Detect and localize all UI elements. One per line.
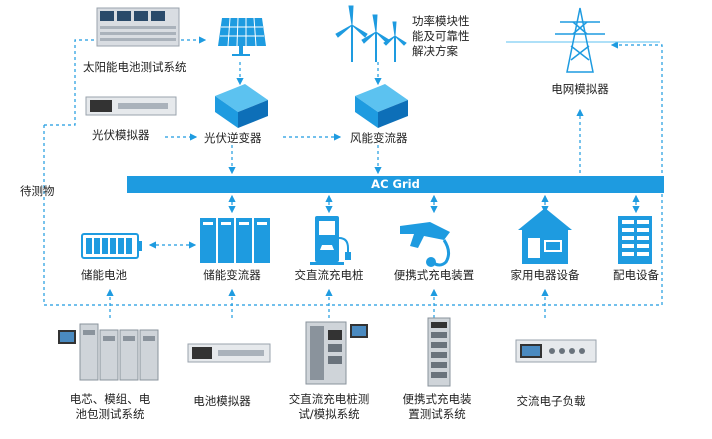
- pv-simulator-label: 光伏模拟器: [92, 128, 150, 142]
- storage-converter-cabinet-icon: [200, 218, 270, 263]
- ac-grid-label: AC Grid: [371, 177, 420, 191]
- portable-test-label: 便携式充电装 置测试系统: [402, 392, 472, 421]
- portable-charger-icon: [400, 222, 451, 267]
- home-appliance-label: 家用电器设备: [510, 268, 580, 282]
- portable-charger-label: 便携式充电装置: [393, 268, 475, 282]
- wind-turbine-icon: [335, 5, 407, 62]
- charger-test-rack-icon: [305, 321, 368, 385]
- wind-converter-box-icon: [355, 84, 408, 128]
- battery-simulator-label: 电池模拟器: [193, 394, 251, 408]
- ac-load-device-icon: [515, 339, 597, 363]
- pv-inverter-label: 光伏逆变器: [204, 131, 262, 145]
- grid-simulator-label: 电网模拟器: [551, 82, 609, 96]
- solar-test-system-label: 太阳能电池测试系统: [83, 60, 187, 74]
- distribution-cabinet-icon: [618, 216, 652, 264]
- solar-panel-icon: [218, 17, 266, 56]
- ev-charger-label: 交直流充电桩: [294, 268, 364, 282]
- ac-load-label: 交流电子负载: [516, 394, 586, 408]
- portable-test-rack-icon: [427, 317, 451, 387]
- power-module-label: 功率模块性 能及可靠性 解决方案: [412, 14, 470, 58]
- ac-grid-bus: AC Grid: [127, 176, 664, 193]
- charger-test-label: 交直流充电桩测 试/模拟系统: [288, 392, 370, 421]
- battery-simulator-device-icon: [187, 343, 271, 363]
- cell-module-test-label: 电芯、模组、电 池包测试系统: [69, 392, 151, 421]
- transmission-tower-icon: [506, 7, 660, 73]
- energy-converter-label: 储能变流器: [203, 268, 261, 282]
- solar-test-instrument-icon: [96, 7, 180, 47]
- distribution-equipment-label: 配电设备: [613, 268, 659, 282]
- dut-label: 待测物: [20, 184, 55, 198]
- energy-battery-label: 储能电池: [81, 268, 127, 282]
- battery-icon: [81, 233, 142, 259]
- wind-converter-label: 风能变流器: [350, 131, 408, 145]
- cell-test-cabinets-icon: [58, 323, 159, 381]
- ev-charger-icon: [310, 216, 351, 265]
- dut-loop-line: [43, 41, 663, 306]
- home-appliance-icon: [518, 208, 572, 264]
- pv-inverter-box-icon: [215, 84, 268, 128]
- pv-simulator-device-icon: [85, 96, 177, 116]
